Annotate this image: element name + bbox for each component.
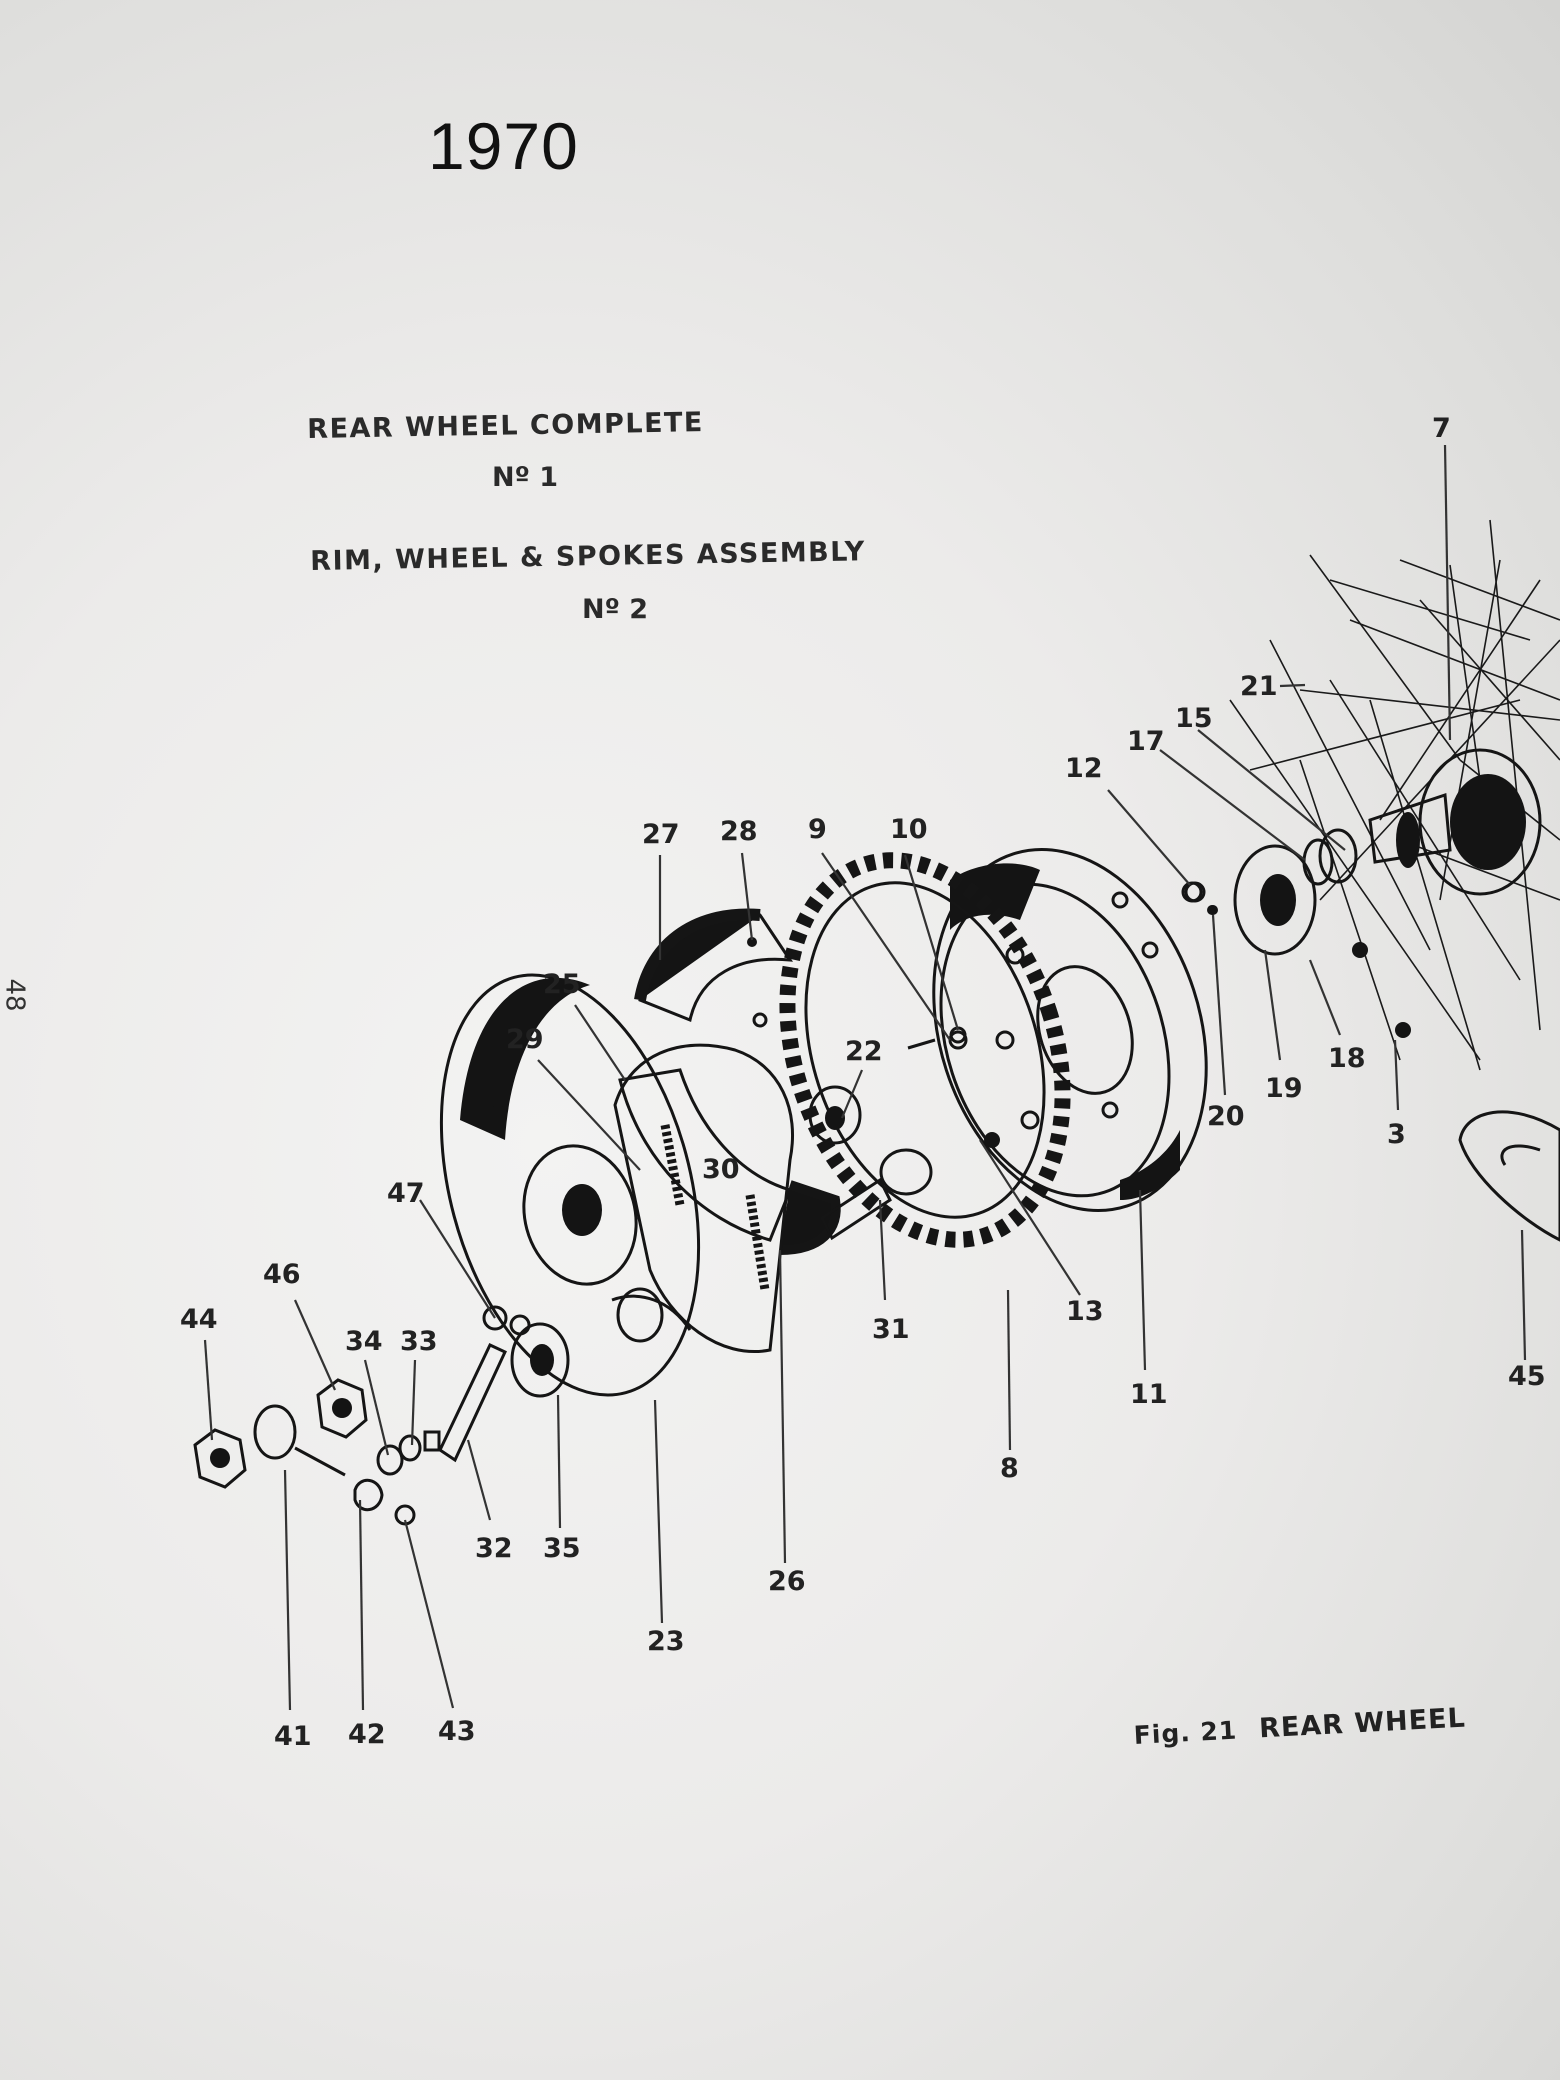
callout-29: 29 — [506, 1024, 544, 1055]
callout-35: 35 — [543, 1533, 581, 1564]
handwritten-year-annotation: 1970 — [428, 109, 579, 183]
callout-22: 22 — [845, 1036, 883, 1067]
callout-26: 26 — [768, 1566, 806, 1597]
callout-41: 41 — [274, 1721, 312, 1752]
callout-9: 9 — [808, 814, 827, 845]
callout-32: 32 — [475, 1533, 513, 1564]
callout-19: 19 — [1265, 1073, 1303, 1104]
callout-numbers: 7 21 15 17 12 27 28 9 10 25 29 22 30 47 … — [180, 413, 1546, 1752]
brake-plate-drawing — [439, 973, 701, 1398]
callout-44: 44 — [180, 1304, 218, 1335]
callout-23: 23 — [647, 1626, 685, 1657]
callout-45: 45 — [1508, 1361, 1546, 1392]
callout-27: 27 — [642, 819, 680, 850]
spoked-wheel-hub-drawing — [1184, 519, 1560, 1071]
callout-42: 42 — [348, 1719, 386, 1750]
callout-3: 3 — [1387, 1119, 1406, 1150]
mudguard-fragment — [1458, 1110, 1560, 1242]
callout-10: 10 — [890, 814, 928, 845]
heading-rear-wheel-number: Nº 1 — [492, 462, 559, 493]
callout-30: 30 — [702, 1154, 740, 1185]
callout-28: 28 — [720, 816, 758, 847]
callout-13: 13 — [1066, 1296, 1104, 1327]
brake-drum-drawing — [932, 848, 1208, 1212]
callout-11: 11 — [1130, 1379, 1168, 1410]
callout-12: 12 — [1065, 753, 1103, 784]
callout-20: 20 — [1207, 1101, 1245, 1132]
brake-shoes-drawing — [613, 908, 841, 1353]
brake-cam — [820, 1177, 892, 1241]
callout-33: 33 — [400, 1326, 438, 1357]
leader-lines — [203, 444, 1527, 1711]
callout-31: 31 — [872, 1314, 910, 1345]
callout-34: 34 — [345, 1326, 383, 1357]
callout-21: 21 — [1240, 671, 1278, 702]
callout-25: 25 — [543, 969, 581, 1000]
callout-43: 43 — [438, 1716, 476, 1747]
callout-7: 7 — [1432, 413, 1451, 444]
sprocket-drawing — [779, 852, 1071, 1248]
callout-18: 18 — [1328, 1043, 1366, 1074]
callout-47: 47 — [387, 1178, 425, 1209]
callout-15: 15 — [1175, 703, 1213, 734]
callout-46: 46 — [263, 1259, 301, 1290]
figure-label: Fig. 21 — [1133, 1715, 1238, 1750]
callout-8: 8 — [1000, 1453, 1019, 1484]
callout-17: 17 — [1127, 726, 1165, 757]
brake-lever — [438, 1343, 507, 1463]
heading-rim-wheel-number: Nº 2 — [582, 594, 649, 625]
